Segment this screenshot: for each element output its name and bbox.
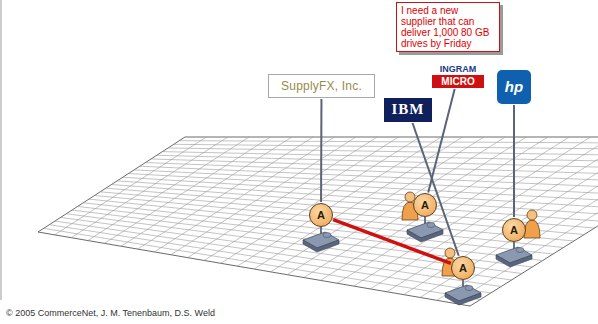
pole-line — [413, 123, 459, 256]
grid-line — [145, 163, 598, 183]
grid-line — [151, 159, 598, 176]
node-text: A — [414, 194, 436, 216]
puzzle-knob — [465, 286, 473, 291]
copyright-note: © 2005 CommerceNet, J. M. Tenenbaum, D.S… — [6, 308, 215, 318]
puzzle-knob — [323, 233, 331, 238]
company-logo: hp — [497, 70, 531, 104]
puzzle-knob — [516, 248, 524, 253]
puzzle-edge — [407, 230, 443, 242]
node-text: IBM — [390, 100, 426, 118]
grid-line — [112, 185, 598, 222]
puzzle-edge — [496, 255, 532, 267]
grid-line — [44, 228, 481, 299]
grid-line — [387, 137, 598, 292]
grid-line — [304, 137, 527, 278]
puzzle-edge — [445, 293, 481, 305]
company-logo: IBM — [384, 98, 432, 122]
puzzle-pieces — [303, 217, 532, 305]
company-logo: SupplyFX, Inc. — [268, 74, 375, 98]
person-body — [524, 220, 540, 238]
pole-line — [320, 99, 322, 202]
agent-circle: A — [309, 203, 333, 227]
grid-line — [89, 199, 564, 247]
agent-circle: A — [413, 193, 437, 217]
grid-line — [287, 137, 505, 275]
company-logo: INGRAMMICRO — [432, 64, 484, 88]
grid-line — [337, 137, 569, 283]
grid-line — [55, 221, 501, 286]
grid-line — [157, 155, 598, 169]
node-text: hp — [497, 70, 531, 104]
node-text: A — [503, 219, 525, 241]
frame-line — [1, 0, 2, 300]
node-text: I need a new supplier that can deliver 1… — [401, 5, 495, 49]
agent-circle: A — [451, 256, 475, 280]
grid-line — [420, 137, 598, 297]
node-text: SupplyFX, Inc. — [275, 79, 368, 93]
puzzle-edge — [303, 240, 339, 252]
grid-line — [453, 137, 598, 303]
puzzle-knob — [427, 223, 435, 228]
person-head — [527, 210, 537, 220]
node-text: A — [452, 257, 474, 279]
callout-box: I need a new supplier that can deliver 1… — [396, 2, 500, 52]
person-head — [445, 248, 455, 258]
grid-line — [168, 148, 598, 157]
grid-line — [61, 217, 512, 280]
grid-line — [404, 137, 598, 295]
grid-line — [370, 137, 598, 289]
grid-line — [117, 181, 598, 215]
pole-line — [513, 105, 515, 217]
grid-line — [437, 137, 598, 300]
node-text: A — [310, 204, 332, 226]
agent-circle: A — [502, 218, 526, 242]
node-text: MICRO — [432, 75, 484, 88]
node-text: INGRAM — [432, 64, 484, 75]
link-line — [333, 220, 451, 264]
grid-line — [354, 137, 591, 286]
